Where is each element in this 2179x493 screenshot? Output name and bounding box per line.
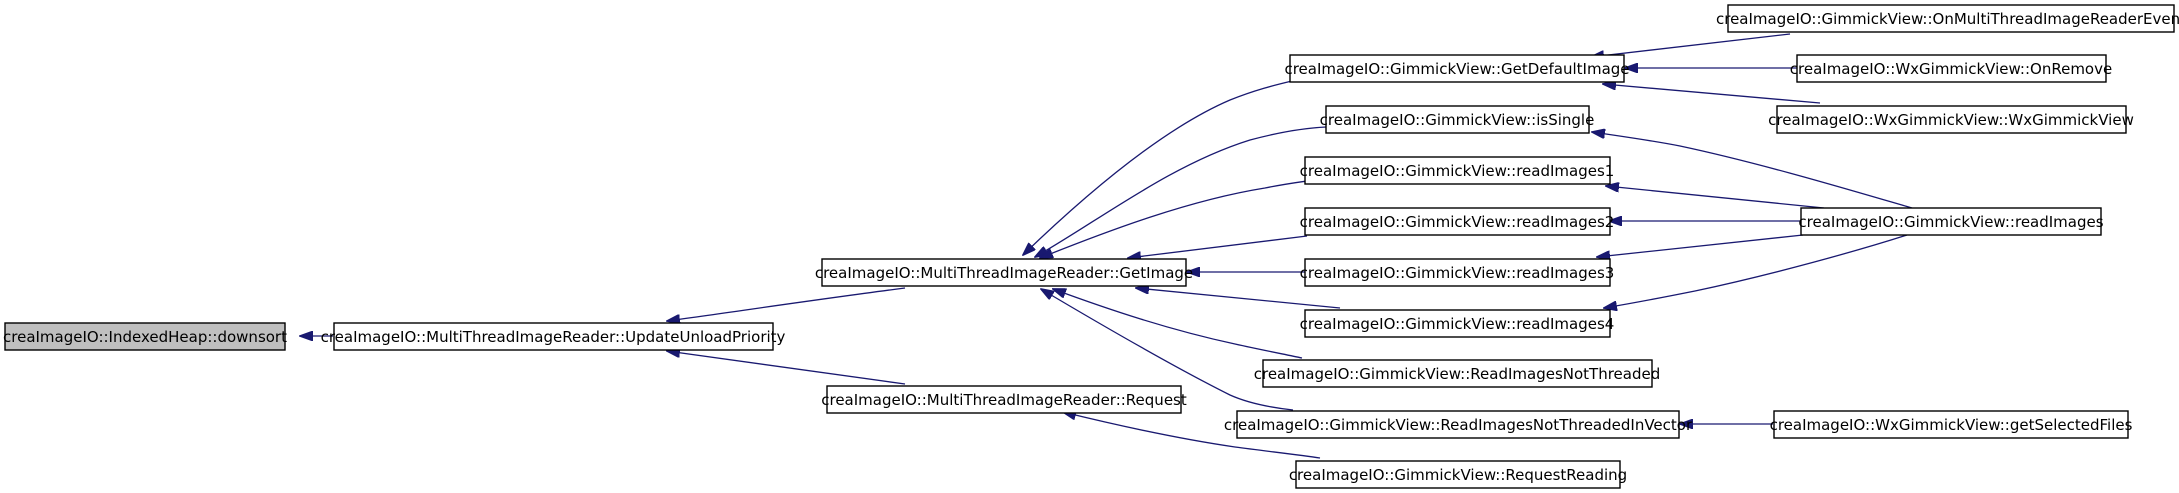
edge-request-to-updateunloadpriority bbox=[667, 351, 906, 385]
node-label: creaImageIO::GimmickView::readImages bbox=[1798, 213, 2103, 231]
node-label: creaImageIO::GimmickView::ReadImagesNotT… bbox=[1254, 365, 1661, 383]
edge-getdefaultimage-to-getimage bbox=[1023, 80, 1293, 255]
node-readimages1[interactable]: creaImageIO::GimmickView::readImages1 bbox=[1300, 156, 1615, 185]
node-getdefaultimage[interactable]: creaImageIO::GimmickView::GetDefaultImag… bbox=[1284, 54, 1630, 83]
node-onmultithreadimagereaderevent[interactable]: creaImageIO::GimmickView::OnMultiThreadI… bbox=[1716, 4, 2179, 33]
edge-readimages1-to-getimage bbox=[1040, 180, 1308, 258]
node-readimages2[interactable]: creaImageIO::GimmickView::readImages2 bbox=[1300, 207, 1615, 236]
node-requestreading[interactable]: creaImageIO::GimmickView::RequestReading bbox=[1289, 460, 1627, 489]
node-label: creaImageIO::GimmickView::GetDefaultImag… bbox=[1284, 60, 1629, 78]
node-readimages4[interactable]: creaImageIO::GimmickView::readImages4 bbox=[1300, 309, 1615, 338]
node-request[interactable]: creaImageIO::MultiThreadImageReader::Req… bbox=[821, 385, 1187, 414]
node-label: creaImageIO::WxGimmickView::OnRemove bbox=[1790, 60, 2112, 78]
node-getselectedfiles[interactable]: creaImageIO::WxGimmickView::getSelectedF… bbox=[1770, 410, 2133, 439]
node-label: creaImageIO::WxGimmickView::getSelectedF… bbox=[1770, 416, 2133, 434]
node-label: creaImageIO::GimmickView::readImages2 bbox=[1300, 213, 1615, 231]
node-label: creaImageIO::GimmickView::RequestReading bbox=[1289, 466, 1627, 484]
node-label: creaImageIO::WxGimmickView::WxGimmickVie… bbox=[1768, 111, 2134, 129]
node-label: creaImageIO::MultiThreadImageReader::Upd… bbox=[321, 328, 786, 346]
edge-readimages2-to-getimage bbox=[1128, 235, 1308, 258]
node-label: creaImageIO::MultiThreadImageReader::Req… bbox=[821, 391, 1187, 409]
node-wxgimmickview[interactable]: creaImageIO::WxGimmickView::WxGimmickVie… bbox=[1768, 105, 2134, 134]
node-issingle[interactable]: creaImageIO::GimmickView::isSingle bbox=[1320, 105, 1595, 134]
node-readimagesnotthreaded[interactable]: creaImageIO::GimmickView::ReadImagesNotT… bbox=[1254, 359, 1661, 388]
node-getimage[interactable]: creaImageIO::MultiThreadImageReader::Get… bbox=[815, 258, 1193, 287]
edge-readimages4-to-getimage bbox=[1136, 288, 1341, 309]
node-label: creaImageIO::GimmickView::OnMultiThreadI… bbox=[1716, 10, 2179, 28]
edge-onmultithreadimagereaderevent-to-getdefaultimage bbox=[1591, 33, 1791, 57]
node-updateunloadpriority[interactable]: creaImageIO::MultiThreadImageReader::Upd… bbox=[321, 322, 786, 351]
edge-wxgimmickview-to-getdefaultimage bbox=[1603, 84, 1821, 104]
edge-getimage-to-updateunloadpriority bbox=[667, 287, 906, 321]
node-label: creaImageIO::GimmickView::readImages1 bbox=[1300, 162, 1615, 180]
node-readimages[interactable]: creaImageIO::GimmickView::readImages bbox=[1798, 207, 2104, 236]
node-label: creaImageIO::GimmickView::ReadImagesNotT… bbox=[1224, 416, 1693, 434]
node-label: creaImageIO::GimmickView::isSingle bbox=[1320, 111, 1595, 129]
edge-requestreading-to-request bbox=[1063, 412, 1321, 459]
node-label: creaImageIO::GimmickView::readImages4 bbox=[1300, 315, 1615, 333]
node-readimages3[interactable]: creaImageIO::GimmickView::readImages3 bbox=[1300, 258, 1615, 287]
edge-readimages-to-readimages3 bbox=[1597, 234, 1804, 257]
node-label: creaImageIO::GimmickView::readImages3 bbox=[1300, 264, 1615, 282]
node-onremove[interactable]: creaImageIO::WxGimmickView::OnRemove bbox=[1790, 54, 2112, 83]
edge-readimages-to-readimages1 bbox=[1606, 186, 1825, 209]
node-label: creaImageIO::IndexedHeap::downsort bbox=[3, 328, 287, 346]
node-indexedheap-downsort[interactable]: creaImageIO::IndexedHeap::downsort bbox=[3, 322, 287, 351]
edge-readimagesnotthreaded-to-getimage bbox=[1053, 289, 1303, 359]
edge-readimages-to-issingle bbox=[1592, 132, 1913, 209]
node-label: creaImageIO::MultiThreadImageReader::Get… bbox=[815, 264, 1193, 282]
edges bbox=[300, 33, 1913, 459]
edge-readimages-to-readimages4 bbox=[1604, 234, 1908, 308]
edge-readimagesnotthreadedinvector-to-getimage bbox=[1041, 289, 1294, 411]
edge-issingle-to-getimage bbox=[1035, 126, 1327, 257]
node-readimagesnotthreadedinvector[interactable]: creaImageIO::GimmickView::ReadImagesNotT… bbox=[1224, 410, 1693, 439]
